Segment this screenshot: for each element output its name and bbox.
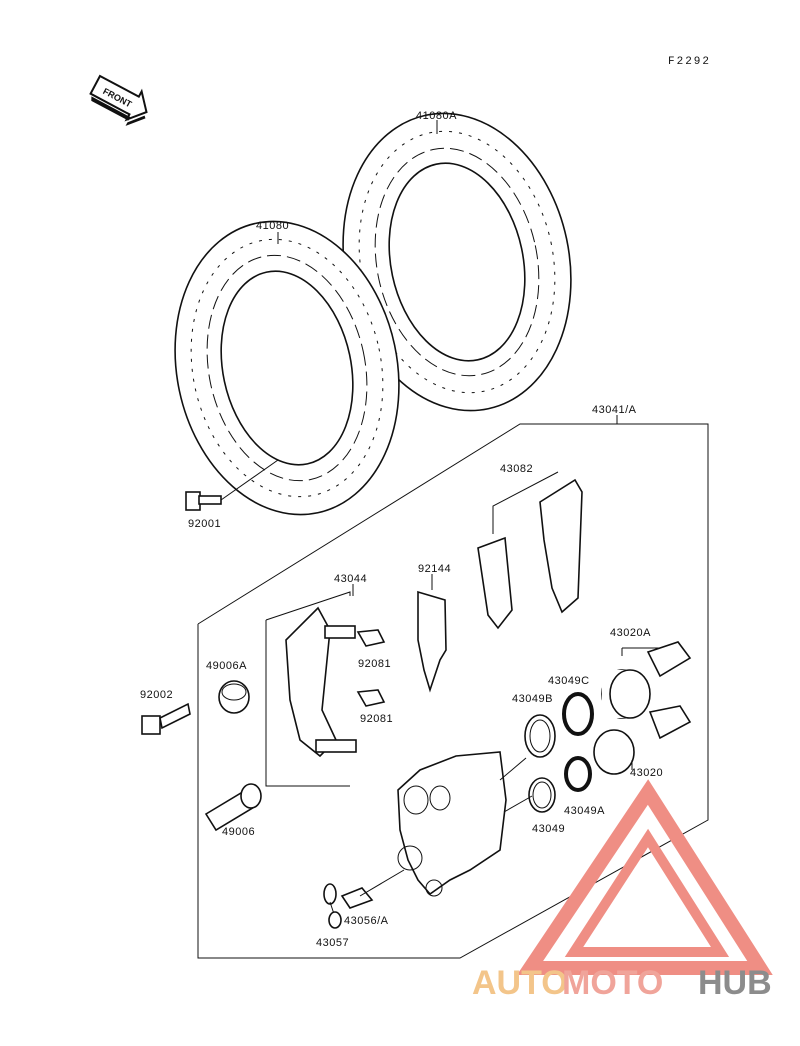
label-bleeder-cap: 43057 <box>316 937 349 949</box>
label-pin-clip-lower: 92081 <box>360 713 393 725</box>
label-seal-b: 43049B <box>512 693 553 705</box>
pin-clip-upper <box>356 629 386 647</box>
front-arrow-icon: FRONT <box>89 74 148 126</box>
label-pad-set: 43082 <box>500 463 533 475</box>
disc-bolt <box>185 459 279 511</box>
label-mounting-bolt: 92002 <box>140 689 173 701</box>
label-bracket: 43044 <box>334 573 367 585</box>
caliper-body <box>397 751 533 897</box>
brake-disc-a <box>342 112 572 412</box>
seal-b <box>524 714 556 758</box>
piston-a <box>601 641 692 719</box>
watermark-moto: MOTO <box>562 964 663 1002</box>
label-caliper-assembly: 43041/A <box>592 404 637 416</box>
label-pad-spring: 92144 <box>418 563 451 575</box>
label-piston-a: 43020A <box>610 627 651 639</box>
label-disc: 41080 <box>256 220 289 232</box>
label-disc-bolt: 92001 <box>188 518 221 530</box>
brake-pad-set <box>477 471 583 630</box>
mounting-bolt <box>141 702 191 735</box>
bleeder-cap <box>323 883 342 929</box>
label-pin-boot: 49006A <box>206 660 247 672</box>
slide-pin <box>204 783 262 832</box>
seal <box>528 777 556 813</box>
pin-clip-lower <box>356 689 386 707</box>
caliper-assembly-frame <box>197 415 709 959</box>
caliper-bracket <box>265 584 357 787</box>
label-seal-a: 43049A <box>564 805 605 817</box>
figure-code: F2292 <box>668 56 711 68</box>
label-seal-c: 43049C <box>548 675 590 687</box>
pin-boot <box>218 680 250 714</box>
brake-disc <box>174 220 400 516</box>
seal-c <box>562 692 594 736</box>
label-seal: 43049 <box>532 823 565 835</box>
watermark-hub: HUB <box>698 964 772 1002</box>
piston <box>593 705 692 775</box>
label-bleeder-valve: 43056/A <box>344 915 389 927</box>
label-pin-clip-upper: 92081 <box>358 658 391 670</box>
bleeder-valve <box>340 869 405 909</box>
label-disc-a: 41080A <box>416 110 457 122</box>
label-slide-pin: 49006 <box>222 826 255 838</box>
watermark-auto: AUTO <box>472 964 568 1002</box>
pad-spring <box>417 574 447 693</box>
watermark-logo: AUTO MOTO HUB <box>472 779 773 1002</box>
label-piston: 43020 <box>630 767 663 779</box>
seal-a <box>564 756 592 792</box>
